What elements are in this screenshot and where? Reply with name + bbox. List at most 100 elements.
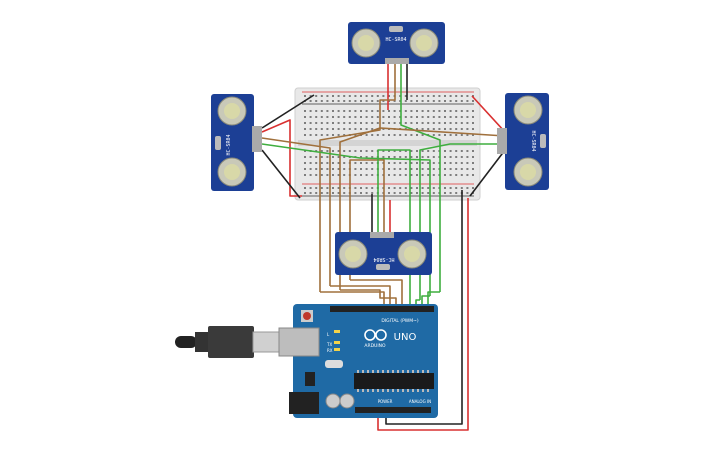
breadboard-hole	[449, 174, 452, 176]
chip-pin	[387, 389, 389, 392]
breadboard-hole	[455, 95, 458, 97]
breadboard-hole	[320, 187, 323, 189]
breadboard-hole	[371, 128, 374, 130]
breadboard-hole	[326, 192, 329, 194]
breadboard-hole	[421, 187, 424, 189]
wire-top-echo	[400, 62, 441, 292]
breadboard-hole	[365, 134, 368, 136]
breadboard-hole	[393, 174, 396, 176]
breadboard-hole	[348, 95, 351, 97]
breadboard-hole	[332, 116, 334, 118]
breadboard-hole	[337, 168, 340, 170]
breadboard-hole	[399, 192, 402, 194]
breadboard-hole	[410, 95, 413, 97]
breadboard-hole	[432, 162, 435, 164]
breadboard-hole	[354, 100, 357, 102]
breadboard-hole	[466, 156, 469, 158]
breadboard-hole	[427, 174, 430, 176]
breadboard-hole	[432, 128, 435, 130]
ultrasonic-sensor-bottom[interactable]: HC-SR04	[335, 232, 432, 275]
breadboard-hole	[315, 128, 318, 130]
chip-pin	[417, 389, 419, 392]
breadboard-hole	[326, 128, 329, 130]
breadboard-hole	[320, 156, 323, 158]
breadboard-hole	[388, 134, 390, 136]
breadboard-hole	[371, 162, 374, 164]
breadboard-hole	[360, 128, 362, 130]
reset-button[interactable]	[303, 312, 311, 320]
arduino-uno-board[interactable]: DIGITAL (PWM~) ARDUINO UNO L TX RX POWER…	[278, 304, 438, 418]
breadboard-hole	[444, 95, 446, 97]
breadboard-hole	[432, 192, 435, 194]
wire-brown-4	[350, 279, 403, 310]
breadboard-hole	[382, 95, 385, 97]
wire-right-gnd	[469, 149, 506, 197]
breadboard-hole	[444, 100, 446, 102]
breadboard-hole	[354, 150, 357, 152]
analog-in-label: ANALOG IN	[409, 399, 431, 404]
breadboard-hole	[360, 187, 362, 189]
breadboard-hole	[376, 134, 379, 136]
breadboard-hole	[326, 174, 329, 176]
breadboard-hole	[382, 100, 385, 102]
breadboard-hole	[432, 174, 435, 176]
breadboard-hole	[376, 110, 379, 112]
ultrasonic-sensor-right[interactable]: HC-SR04	[497, 93, 549, 190]
ultrasonic-sensor-top[interactable]: HC-SR04	[348, 22, 445, 64]
breadboard-hole	[416, 122, 418, 124]
wire-bottom-trig	[349, 159, 385, 280]
breadboard-hole	[354, 174, 357, 176]
breadboard-hole	[326, 156, 329, 158]
power-analog-header[interactable]	[355, 407, 431, 413]
breadboard-hole	[427, 116, 430, 118]
breadboard-hole	[438, 134, 441, 136]
breadboard-hole	[449, 156, 452, 158]
breadboard-hole	[416, 150, 418, 152]
breadboard-hole	[365, 110, 368, 112]
breadboard-hole	[438, 95, 441, 97]
breadboard-hole	[427, 162, 430, 164]
breadboard-hole	[309, 110, 312, 112]
breadboard-hole	[472, 134, 474, 136]
ultrasonic-sensor-left[interactable]: HC-SR04	[211, 94, 262, 191]
breadboard-hole	[337, 100, 340, 102]
breadboard-hole	[388, 187, 390, 189]
breadboard-hole	[393, 187, 396, 189]
breadboard-hole	[365, 95, 368, 97]
breadboard-hole	[315, 187, 318, 189]
chip-pin	[427, 389, 429, 392]
chip-pin	[367, 370, 369, 373]
chip-pin	[397, 370, 399, 373]
breadboard-hole	[309, 192, 312, 194]
breadboard-hole	[455, 122, 458, 124]
breadboard-hole	[343, 95, 346, 97]
breadboard-hole	[348, 110, 351, 112]
usb-cable[interactable]	[175, 326, 280, 358]
chip-pin	[402, 389, 404, 392]
breadboard-hole	[320, 162, 323, 164]
sensor-top-label: HC-SR04	[385, 37, 406, 43]
wire-right-vcc	[471, 95, 506, 133]
breadboard-hole	[343, 134, 346, 136]
breadboard-hole	[438, 122, 441, 124]
breadboard-hole	[404, 150, 407, 152]
digital-header[interactable]	[330, 306, 434, 312]
breadboard-hole	[304, 95, 306, 97]
breadboard-hole	[393, 110, 396, 112]
wire-brown-2	[330, 285, 391, 310]
breadboard-hole	[343, 128, 346, 130]
chip-pin	[357, 389, 359, 392]
breadboard-hole	[393, 162, 396, 164]
breadboard-hole	[371, 95, 374, 97]
breadboard-hole	[472, 150, 474, 152]
breadboard-hole	[460, 162, 463, 164]
breadboard-hole	[332, 174, 334, 176]
breadboard-hole	[320, 150, 323, 152]
wire-left-vcc	[261, 119, 302, 197]
breadboard-hole	[421, 174, 424, 176]
breadboard-hole	[399, 168, 402, 170]
breadboard-hole	[332, 100, 334, 102]
wire-left-trig	[261, 137, 331, 286]
breadboard-hole	[371, 187, 374, 189]
